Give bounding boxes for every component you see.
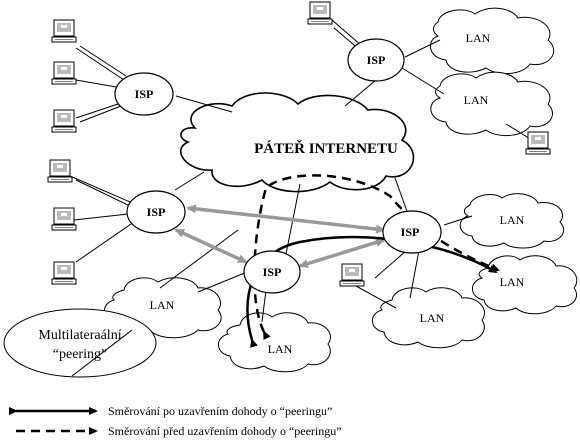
isp-label: ISP: [135, 87, 154, 101]
lan-label: LAN: [268, 342, 293, 356]
lan-label: LAN: [464, 93, 489, 107]
computer-icon: [51, 261, 77, 285]
computer-icon: [307, 1, 333, 25]
backbone-label: PÁTEŘ INTERNETU: [254, 140, 398, 157]
backbone-cloud: [180, 92, 415, 193]
routing-after-peering: [246, 235, 498, 348]
computer-icon: [51, 61, 77, 85]
lan-label: LAN: [150, 298, 175, 312]
legend-dashed-label: Směrování před uzavřením dohody o “peeri…: [108, 424, 342, 438]
isp-label: ISP: [401, 225, 420, 239]
multilateral-peering-oval: [3, 308, 157, 378]
isp-label: ISP: [367, 53, 386, 67]
legend-solid-label: Směrování po uzavřením dohody o “peering…: [108, 404, 332, 418]
computer-icon: [339, 263, 365, 287]
peering-note-line1: Multilateraální: [38, 328, 121, 343]
lan-cloud-top-right: [430, 7, 555, 74]
lan-label: LAN: [500, 213, 525, 227]
computer-icon: [525, 131, 551, 155]
isp-node-top-right: [347, 38, 405, 82]
isp-label: ISP: [263, 265, 282, 279]
isp-node-right: [382, 210, 442, 254]
isp-node-center: [243, 250, 301, 294]
lan-cloud-upper-right: [430, 71, 553, 136]
computer-icon: [51, 19, 77, 43]
peering-note-line2: “peering”: [53, 347, 107, 362]
lan-label: LAN: [420, 311, 445, 325]
isp-label: ISP: [147, 205, 166, 219]
lan-label: LAN: [466, 31, 491, 45]
computer-icon: [51, 207, 77, 231]
computer-icon: [51, 109, 77, 133]
lan-label: LAN: [500, 275, 525, 289]
isp-node-top-left: [114, 72, 174, 116]
peering-arrows: [174, 204, 386, 268]
lan-cloud-right-middle: [459, 193, 565, 249]
legend: Směrování po uzavřením dohody o “peering…: [9, 404, 342, 438]
computer-icon: [47, 159, 73, 183]
isp-node-left: [126, 190, 186, 234]
